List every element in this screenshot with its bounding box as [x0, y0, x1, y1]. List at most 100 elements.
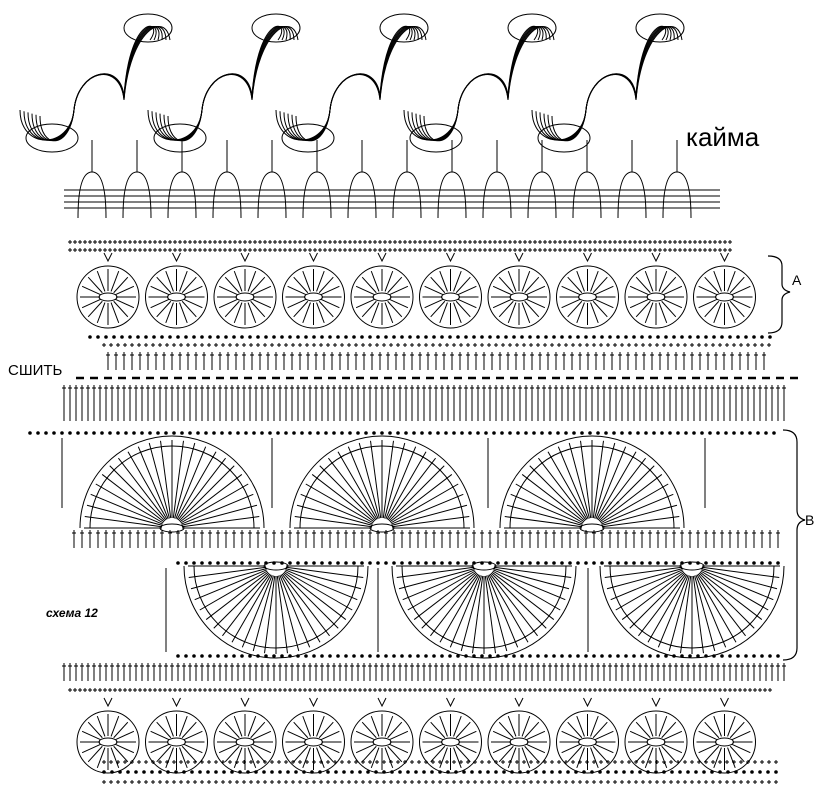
fan-spoke	[680, 575, 692, 654]
chain-loop	[77, 171, 107, 219]
fan-spoke	[506, 504, 583, 526]
chain-dot	[44, 431, 48, 435]
chain-loop	[437, 171, 467, 219]
spoke-stitch	[507, 270, 517, 292]
chain-dot	[284, 431, 288, 435]
chain-dot	[772, 431, 776, 435]
spoke-stitch	[727, 270, 736, 292]
chain-loop	[527, 171, 557, 219]
chain-dot	[200, 654, 204, 658]
scallop-strand	[415, 26, 544, 141]
fan-spoke	[390, 483, 459, 524]
fan-spoke	[484, 575, 496, 654]
circle-center	[715, 737, 734, 747]
spoke-stitch	[455, 721, 471, 739]
chain-dot	[620, 431, 624, 435]
spoke-stitch	[387, 721, 403, 739]
spoke-stitch	[455, 300, 471, 318]
spoke-stitch	[457, 285, 477, 296]
chain-dot	[104, 335, 108, 339]
chain-dot	[320, 654, 324, 658]
spoke-stitch	[561, 743, 581, 754]
spoke-stitch	[320, 285, 340, 296]
join-mark	[514, 252, 524, 263]
spoke-stitch	[320, 730, 340, 741]
spoke-stitch	[115, 298, 135, 309]
chain-dot	[232, 654, 236, 658]
fan-spoke	[538, 457, 587, 521]
chain-dot	[168, 335, 172, 339]
fan-spoke	[601, 516, 680, 528]
spoke-stitch	[96, 715, 106, 737]
chain-dot	[232, 561, 236, 565]
fan-motif	[289, 435, 475, 529]
spoke-stitch	[430, 721, 446, 739]
chain-dot	[750, 770, 754, 774]
spoke-stitch	[729, 721, 745, 739]
chain-dot	[120, 335, 124, 339]
chain-dot	[556, 431, 560, 435]
spoke-stitch	[247, 270, 257, 292]
spoke-stitch	[629, 298, 649, 309]
chain-dot	[728, 561, 732, 565]
chain-dot	[176, 335, 180, 339]
chain-dot	[214, 770, 218, 774]
spoke-stitch	[526, 285, 546, 296]
chain-dot	[774, 770, 778, 774]
fan-spoke	[296, 504, 373, 526]
spoke-stitch	[729, 300, 745, 318]
chain-dot	[388, 431, 392, 435]
fan-spoke	[598, 465, 655, 522]
chain-dot	[368, 654, 372, 658]
fan-spoke	[305, 483, 374, 524]
spoke-stitch	[727, 747, 736, 769]
spoke-stitch	[424, 298, 444, 309]
chain-dot	[686, 770, 690, 774]
spoke-stitch	[384, 270, 394, 292]
fan-spoke	[222, 573, 271, 637]
chain-dot	[328, 561, 332, 565]
fan-spoke	[181, 493, 254, 525]
chain-loop	[617, 171, 647, 219]
fan-spoke	[137, 446, 169, 519]
spoke-stitch	[729, 276, 745, 294]
fan-motif	[499, 435, 685, 529]
join-mark	[514, 697, 524, 708]
chain-dot	[544, 654, 548, 658]
spoke-stitch	[561, 298, 581, 309]
scallop-loop	[635, 13, 685, 43]
chain-dot	[366, 770, 370, 774]
spoke-stitch	[457, 730, 477, 741]
scallop-loop	[281, 123, 335, 153]
spoke-stitch	[629, 285, 649, 296]
chain-dot	[416, 561, 420, 565]
spoke-stitch	[526, 730, 546, 741]
border-scallops	[19, 13, 685, 153]
fan-spoke	[190, 568, 267, 590]
circle-center	[441, 737, 460, 747]
spoke-stitch	[218, 298, 238, 309]
scallop-strand	[27, 26, 163, 141]
chain-dot	[592, 561, 596, 565]
chain-dot	[692, 431, 696, 435]
scallop-loop	[379, 13, 429, 43]
chain-dot	[456, 654, 460, 658]
spoke-stitch	[663, 743, 683, 754]
chain-dot	[440, 654, 444, 658]
fan-spoke	[472, 575, 484, 654]
chain-dot	[606, 770, 610, 774]
spoke-stitch	[293, 276, 309, 294]
chain-dot	[696, 335, 700, 339]
chain-dot	[440, 561, 444, 565]
chain-dot	[664, 561, 668, 565]
fan-spoke	[337, 451, 378, 520]
join-mark	[172, 697, 181, 708]
scallop-loop	[153, 123, 207, 153]
chain-dot	[108, 431, 112, 435]
spoke-stitch	[302, 747, 311, 769]
chain-dot	[484, 431, 488, 435]
chain-dot	[552, 654, 556, 658]
chain-dot	[368, 561, 372, 565]
join-mark	[651, 697, 661, 708]
chain-dot	[712, 561, 716, 565]
